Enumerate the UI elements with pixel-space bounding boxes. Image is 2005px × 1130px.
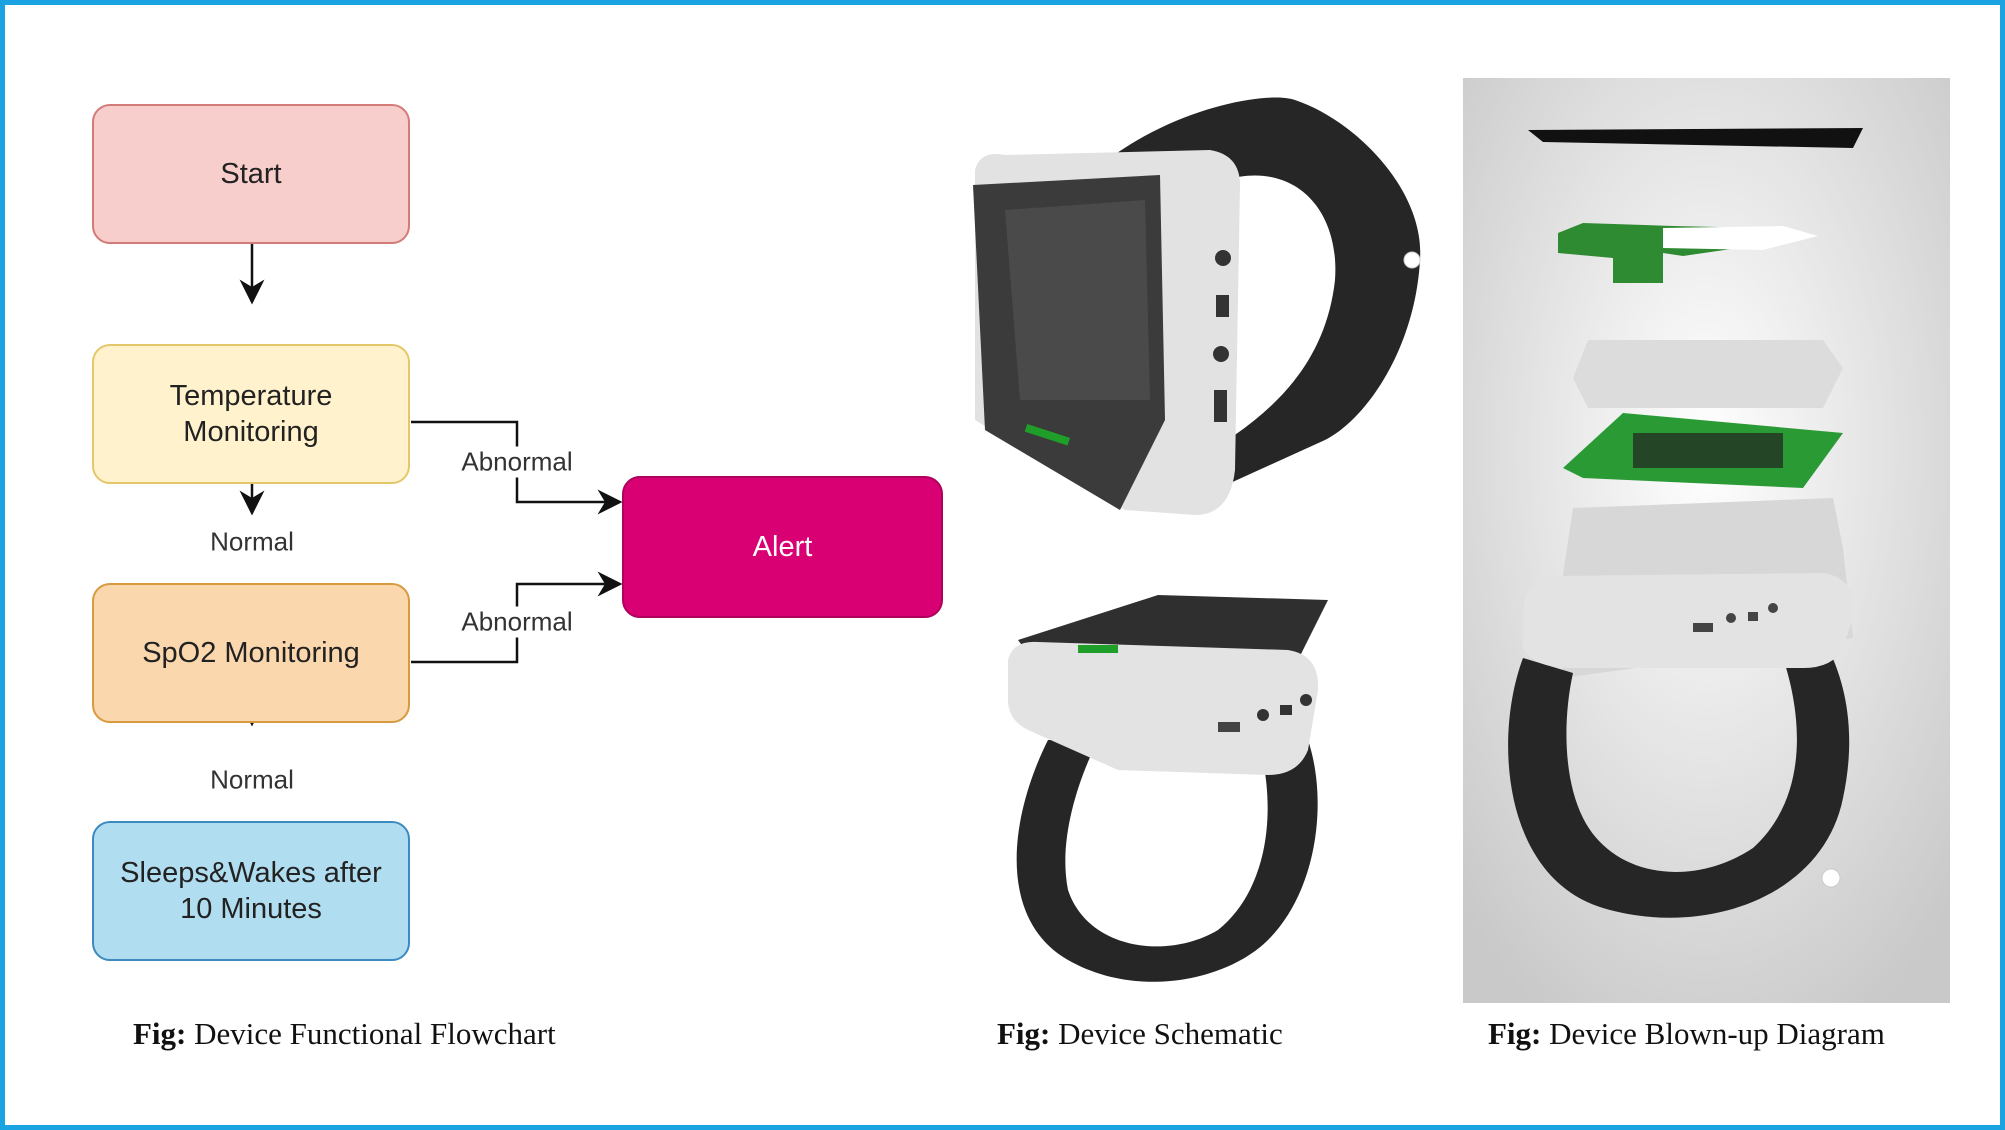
node-spo2-monitoring: SpO2 Monitoring <box>92 583 410 723</box>
edge-label-temp-normal: Normal <box>208 526 296 558</box>
node-sleep-wake: Sleeps&Wakes after 10 Minutes <box>92 821 410 961</box>
caption-prefix: Fig: <box>133 1016 187 1051</box>
device-schematic-front-image <box>973 97 1421 515</box>
caption-prefix: Fig: <box>997 1016 1051 1051</box>
caption-flowchart: Fig: Device Functional Flowchart <box>133 1016 556 1052</box>
node-start: Start <box>92 104 410 244</box>
caption-prefix: Fig: <box>1488 1016 1542 1051</box>
device-blownup-image <box>1463 78 1950 1003</box>
edge-label-temp-abnormal: Abnormal <box>459 446 575 478</box>
edge-label-spo2-abnormal: Abnormal <box>459 606 575 638</box>
node-temperature-monitoring: Temperature Monitoring <box>92 344 410 484</box>
caption-blownup: Fig: Device Blown-up Diagram <box>1488 1016 1885 1052</box>
caption-text: Device Blown-up Diagram <box>1549 1016 1885 1051</box>
device-schematic-side-image <box>1008 595 1328 982</box>
node-alert: Alert <box>622 476 943 618</box>
caption-text: Device Schematic <box>1058 1016 1283 1051</box>
edge-label-spo2-normal: Normal <box>208 764 296 796</box>
caption-schematic: Fig: Device Schematic <box>997 1016 1283 1052</box>
caption-text: Device Functional Flowchart <box>194 1016 556 1051</box>
